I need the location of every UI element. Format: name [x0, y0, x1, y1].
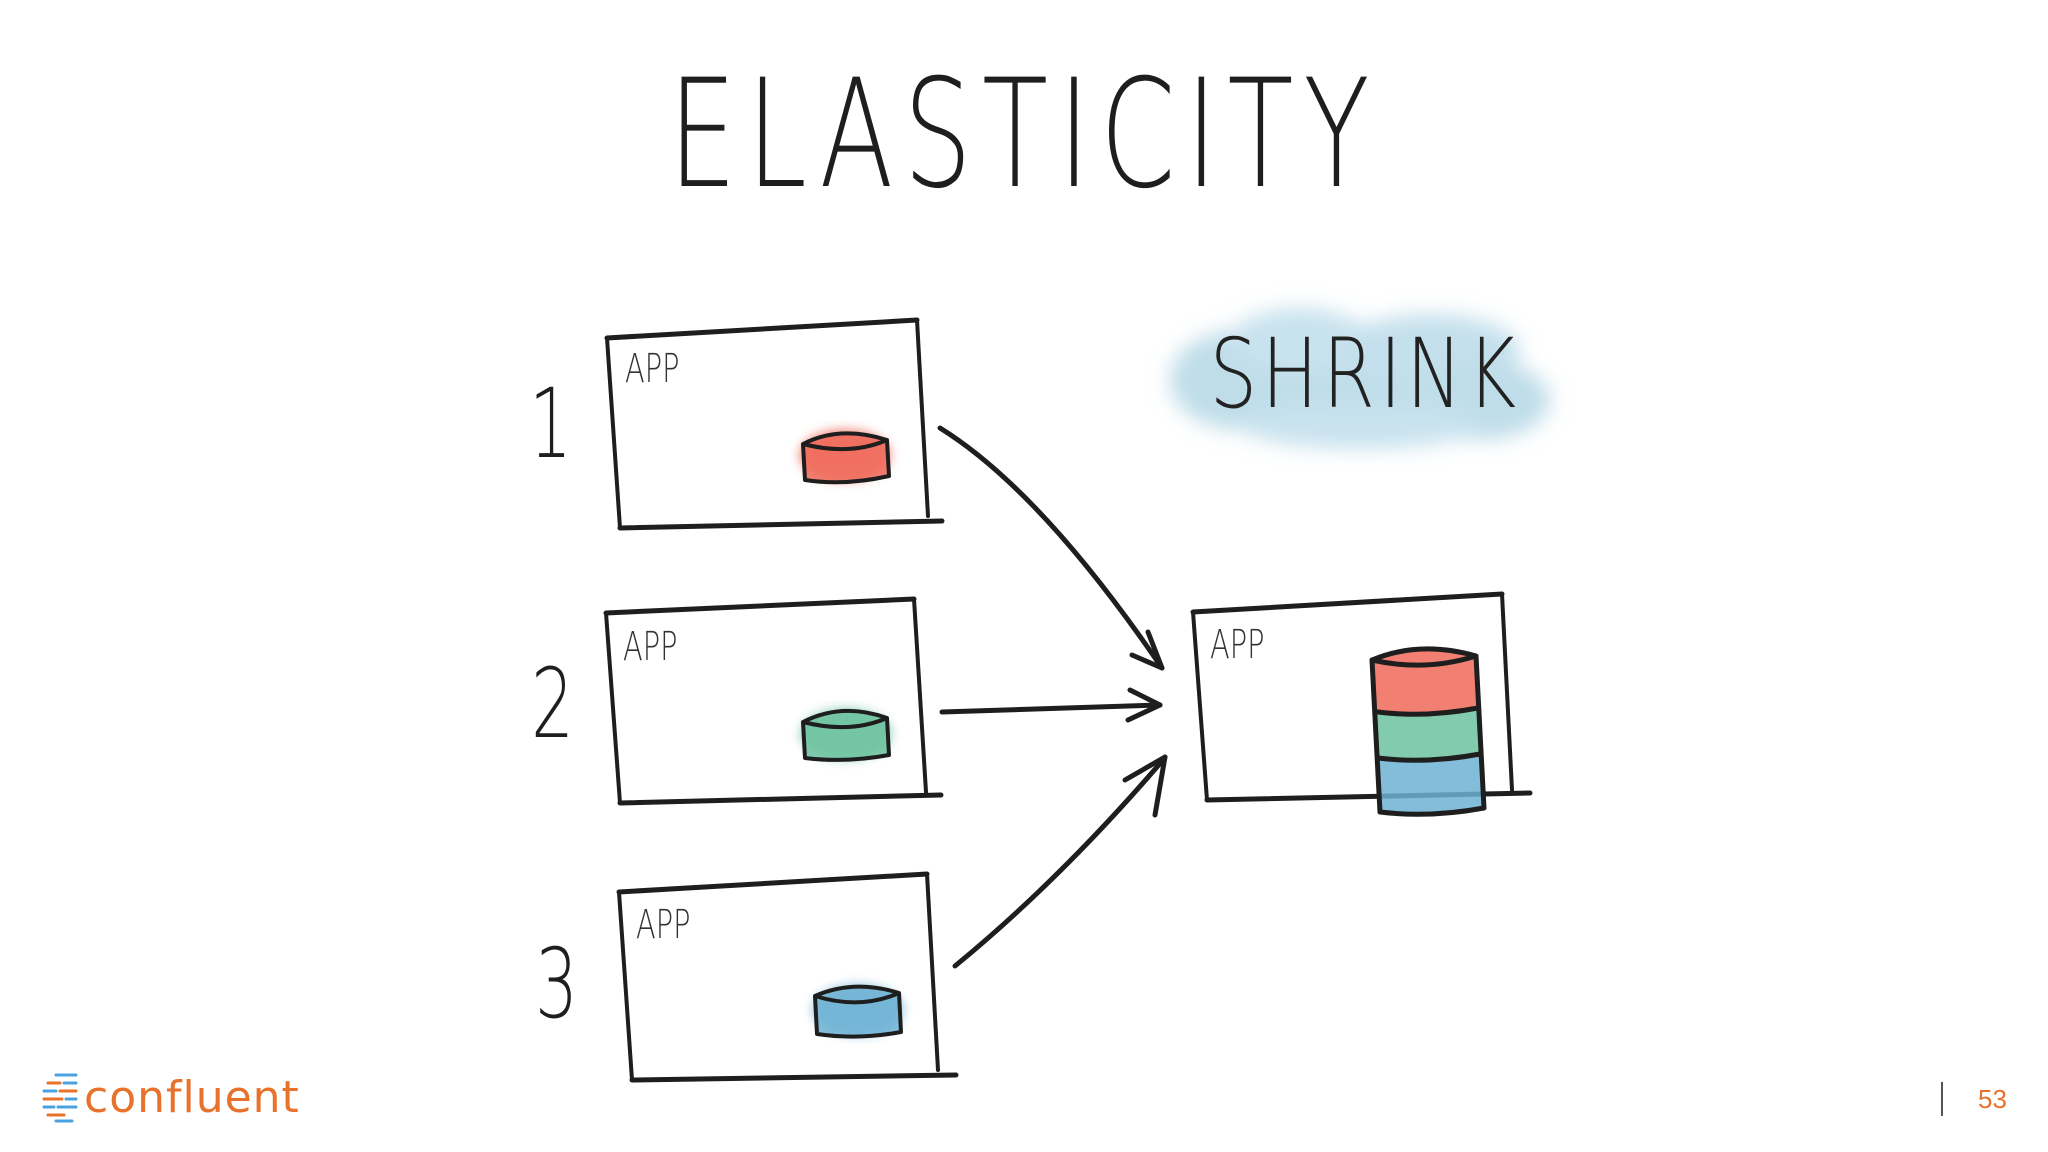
- footer-divider: [1941, 1082, 1943, 1116]
- merged-state-store: [1369, 646, 1487, 817]
- confluent-logo[interactable]: confluent: [42, 1062, 300, 1132]
- app-label-3: APP: [636, 902, 691, 948]
- slide-title: ELASTICITY: [668, 48, 1380, 222]
- merged-app-box: [1190, 591, 1533, 803]
- app-box-3: [616, 871, 959, 1083]
- instance-number-1: 1: [529, 368, 572, 480]
- shrink-label: SHRINK: [1209, 318, 1521, 430]
- confluent-logo-icon: [42, 1073, 78, 1123]
- merged-app-label: APP: [1210, 622, 1265, 668]
- state-store-1: [799, 429, 891, 485]
- instance-number-3: 3: [535, 928, 578, 1040]
- arrow-3-to-merged: [952, 754, 1168, 969]
- page-number: 53: [1978, 1084, 2007, 1114]
- brand-name: confluent: [84, 1071, 300, 1123]
- arrow-2-to-merged: [939, 687, 1163, 723]
- arrow-1-to-merged: [937, 425, 1165, 671]
- app-label-2: APP: [623, 624, 678, 670]
- state-store-2: [800, 708, 892, 762]
- state-store-3: [812, 984, 904, 1039]
- instance-number-2: 2: [531, 648, 574, 760]
- app-box-1: [604, 317, 945, 531]
- app-label-1: APP: [625, 346, 680, 392]
- app-box-2: [603, 596, 944, 806]
- shrink-cloud: [1170, 308, 1550, 449]
